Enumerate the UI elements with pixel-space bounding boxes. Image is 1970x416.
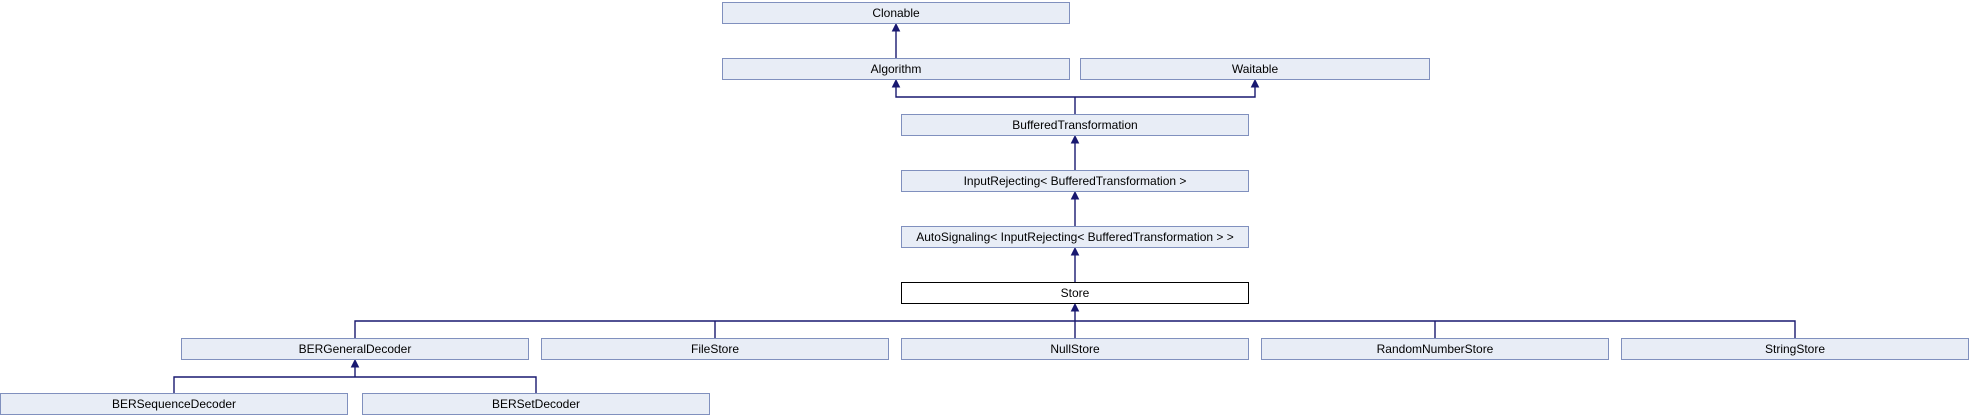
- node-ber-general-decoder[interactable]: BERGeneralDecoder: [181, 338, 529, 360]
- node-waitable[interactable]: Waitable: [1080, 58, 1430, 80]
- arrowhead-clonable: [891, 22, 901, 32]
- edge-bufferedtransformation-parents: [895, 86, 1256, 114]
- node-algorithm[interactable]: Algorithm: [722, 58, 1070, 80]
- arrowhead-algorithm: [891, 78, 901, 88]
- node-string-store[interactable]: StringStore: [1621, 338, 1969, 360]
- edge-children-store: [354, 310, 1796, 338]
- node-buffered-transformation[interactable]: BufferedTransformation: [901, 114, 1249, 136]
- arrowhead-bufferedtransformation: [1070, 134, 1080, 144]
- arrowhead-store: [1070, 302, 1080, 312]
- node-file-store[interactable]: FileStore: [541, 338, 889, 360]
- arrowhead-bergeneraldecoder: [350, 358, 360, 368]
- node-auto-signaling[interactable]: AutoSignaling< InputRejecting< BufferedT…: [901, 226, 1249, 248]
- edge-berdecoders-bergeneraldecoder: [173, 366, 537, 393]
- node-ber-set-decoder[interactable]: BERSetDecoder: [362, 393, 710, 415]
- node-store: Store: [901, 282, 1249, 304]
- node-null-store[interactable]: NullStore: [901, 338, 1249, 360]
- arrowhead-autosignaling: [1070, 246, 1080, 256]
- node-input-rejecting[interactable]: InputRejecting< BufferedTransformation >: [901, 170, 1249, 192]
- node-ber-sequence-decoder[interactable]: BERSequenceDecoder: [0, 393, 348, 415]
- arrowhead-waitable: [1250, 78, 1260, 88]
- node-random-number-store[interactable]: RandomNumberStore: [1261, 338, 1609, 360]
- node-clonable[interactable]: Clonable: [722, 2, 1070, 24]
- arrowhead-inputrejecting: [1070, 190, 1080, 200]
